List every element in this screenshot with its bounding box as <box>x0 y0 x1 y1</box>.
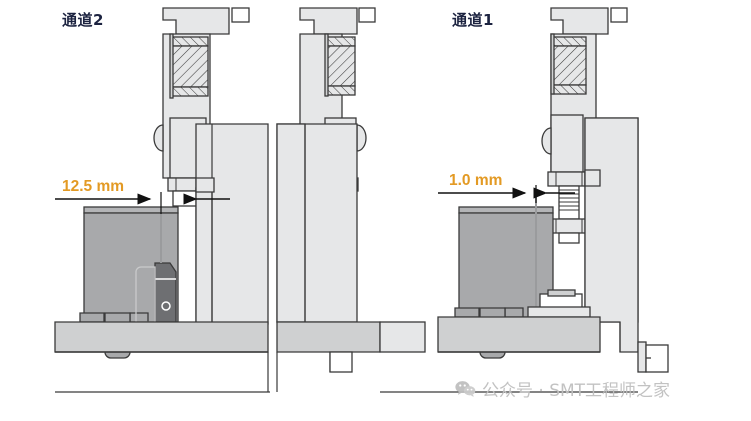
carriage-block-right <box>541 7 628 244</box>
dimension-label-left: 12.5 mm <box>62 178 125 195</box>
channel-label-left: 通道2 <box>62 11 104 29</box>
dimension-label-right: 1.0 mm <box>449 172 503 189</box>
dimension-1-0mm <box>438 185 575 203</box>
assembly-right-channel1 <box>379 7 669 393</box>
assembly-left-channel2 <box>54 7 381 393</box>
channel-label-right: 通道1 <box>452 11 494 29</box>
carriage-block-a <box>153 7 250 207</box>
dimension-12-5mm <box>55 192 230 214</box>
